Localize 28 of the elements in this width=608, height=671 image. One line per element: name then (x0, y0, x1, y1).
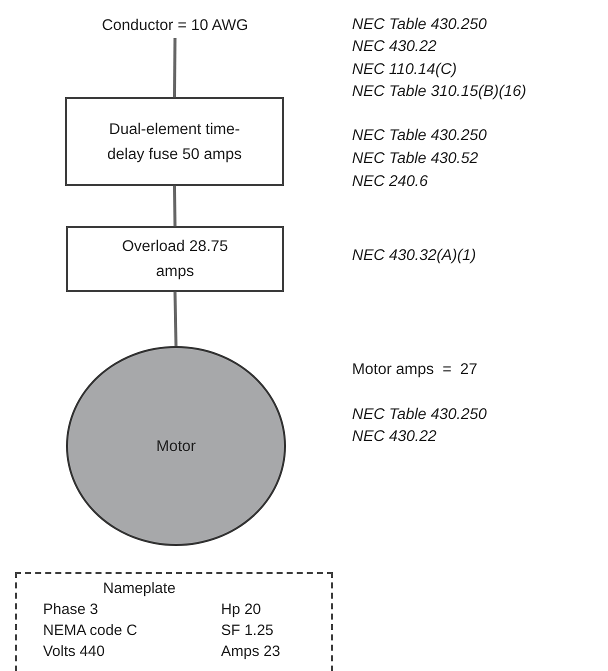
code-reference: NEC 240.6 (352, 172, 428, 192)
code-reference: NEC 430.22 (352, 427, 436, 447)
nameplate-heading: Nameplate (102, 579, 177, 599)
wire-line (174, 292, 178, 346)
nameplate-value: Amps 23 (221, 642, 282, 662)
nameplate-panel (15, 572, 333, 671)
conductor-label: Conductor = 10 AWG (35, 12, 315, 38)
code-reference: NEC 110.14(C) (352, 60, 457, 80)
wire-line (173, 186, 176, 226)
process-box (65, 97, 284, 186)
note-text: Motor amps = 27 (352, 360, 478, 380)
nameplate-value: NEMA code C (43, 621, 138, 641)
code-reference: NEC Table 430.250 (352, 405, 487, 425)
code-reference: NEC Table 430.250 (352, 126, 487, 146)
node-label: Overload 28.75 amps (121, 237, 229, 282)
code-reference: NEC Table 430.250 (352, 15, 487, 35)
wire-line (173, 38, 176, 98)
node-label: Motor (156, 436, 196, 456)
nameplate-value: Hp 20 (221, 600, 262, 620)
process-box (66, 226, 284, 292)
nameplate-value: SF 1.25 (221, 621, 275, 641)
code-reference: NEC Table 430.52 (352, 149, 478, 169)
nameplate-value: Volts 440 (43, 642, 106, 662)
code-reference: NEC 430.22 (352, 37, 436, 57)
node-label: Dual-element time-delay fuse 50 amps (106, 120, 243, 164)
code-reference: NEC 430.32(A)(1) (352, 246, 476, 266)
nameplate-value: Phase 3 (43, 600, 100, 620)
code-reference: NEC Table 310.15(B)(16) (352, 82, 526, 102)
